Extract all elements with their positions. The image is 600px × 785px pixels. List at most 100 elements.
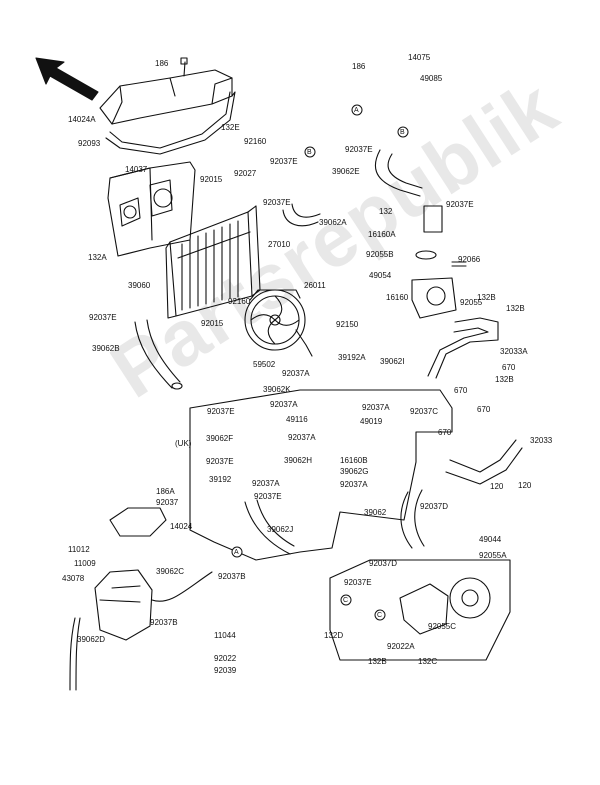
callout-a: A (234, 549, 239, 556)
part-label: 49019 (360, 417, 383, 426)
part-label: 39062E (332, 167, 360, 176)
part-label: 92037A (282, 369, 310, 378)
part-label: 39062A (319, 218, 347, 227)
part-label: 43078 (62, 574, 85, 583)
part-label: 132B (477, 293, 496, 302)
part-label: 11009 (74, 559, 96, 568)
part-label: 39062J (267, 525, 294, 534)
part-label: 92055B (366, 250, 394, 259)
part-label: 92055 (460, 298, 483, 307)
bracket-14024 (109, 507, 167, 537)
part-label: 92015 (200, 175, 223, 184)
trim-strip (105, 91, 236, 155)
part-label: 92037E (254, 492, 282, 501)
part-label: 49044 (479, 535, 502, 544)
pipe-32033a (427, 317, 499, 379)
part-label: 132E (221, 123, 240, 132)
part-label: 11044 (214, 631, 236, 640)
callout-b: B (307, 149, 312, 156)
part-label: 14024A (68, 115, 96, 124)
water-pump (399, 577, 491, 635)
part-label: 92037B (218, 572, 246, 581)
part-label: 132A (88, 253, 107, 262)
part-label: 120 (490, 482, 504, 491)
part-label: 39062B (92, 344, 120, 353)
part-label: 186 (155, 59, 169, 68)
part-label: 39062G (340, 467, 369, 476)
part-label: 92037D (420, 502, 449, 511)
part-label: 16160B (340, 456, 368, 465)
part-label: 92055C (428, 622, 457, 631)
part-label: 39062I (380, 357, 405, 366)
part-label: 670 (502, 363, 516, 372)
front-arrow (35, 57, 99, 101)
part-label: 14024 (170, 522, 193, 531)
part-label: 39062F (206, 434, 234, 443)
part-label: 14075 (408, 53, 431, 62)
part-label: 39062 (364, 508, 387, 517)
pipe-32033 (445, 439, 523, 485)
callout-a: A (354, 107, 359, 114)
hose-39062d (69, 617, 81, 691)
part-label: 92037 (156, 498, 179, 507)
part-label: 132B (368, 657, 387, 666)
part-label: 92037D (369, 559, 398, 568)
part-label: 92037A (270, 400, 298, 409)
fan-assembly (244, 289, 313, 357)
part-label: 39192A (338, 353, 366, 362)
part-label: 92037E (206, 457, 234, 466)
part-label: 14037 (125, 165, 148, 174)
part-label: 186 (352, 62, 366, 71)
part-label: 92037B (150, 618, 178, 627)
pump-box (329, 559, 511, 661)
part-label: 16160 (386, 293, 409, 302)
part-label: 92093 (78, 139, 101, 148)
part-label: 92039 (214, 666, 237, 675)
part-label: 59502 (253, 360, 276, 369)
part-label: 186A (156, 487, 175, 496)
part-label: 92022A (387, 642, 415, 651)
callout-c: C (377, 612, 383, 619)
uk-system-box (189, 389, 453, 561)
part-label: 92150 (336, 320, 359, 329)
part-label: 32033A (500, 347, 528, 356)
part-label: 92066 (458, 255, 481, 264)
part-label: 132D (324, 631, 344, 640)
part-label: 39062H (284, 456, 313, 465)
part-label: 670 (454, 386, 468, 395)
part-label: 92037A (252, 479, 280, 488)
part-label: 92037E (207, 407, 235, 416)
part-label: 92037E (345, 145, 373, 154)
part-label: 92037C (410, 407, 439, 416)
part-label: 132 (379, 207, 393, 216)
part-label: 92037A (340, 480, 368, 489)
part-label: 27010 (268, 240, 291, 249)
part-label: 26011 (304, 281, 326, 290)
side-shroud (107, 161, 196, 257)
upper-shroud (99, 57, 233, 125)
radiator (165, 205, 261, 319)
thermostat-housing (411, 205, 467, 319)
part-label: 92037E (89, 313, 117, 322)
part-label: 92027 (234, 169, 257, 178)
reserve-tank (94, 569, 153, 641)
hose-39062e (374, 149, 423, 197)
part-label: 39062K (263, 385, 291, 394)
part-label: 92037E (446, 200, 474, 209)
part-label: 39062D (77, 635, 106, 644)
part-label: 92037A (288, 433, 316, 442)
part-label: 92015 (201, 319, 224, 328)
part-label: 92022 (214, 654, 237, 663)
part-label: 92037E (344, 578, 372, 587)
hose-39062b (134, 319, 183, 390)
part-label: 49085 (420, 74, 443, 83)
part-label: 670 (438, 428, 452, 437)
hose-39062j (244, 499, 295, 555)
part-label: 11012 (68, 545, 90, 554)
part-label: (UK) (175, 439, 192, 448)
part-label: 92037E (270, 157, 298, 166)
part-label: 92160 (244, 137, 267, 146)
